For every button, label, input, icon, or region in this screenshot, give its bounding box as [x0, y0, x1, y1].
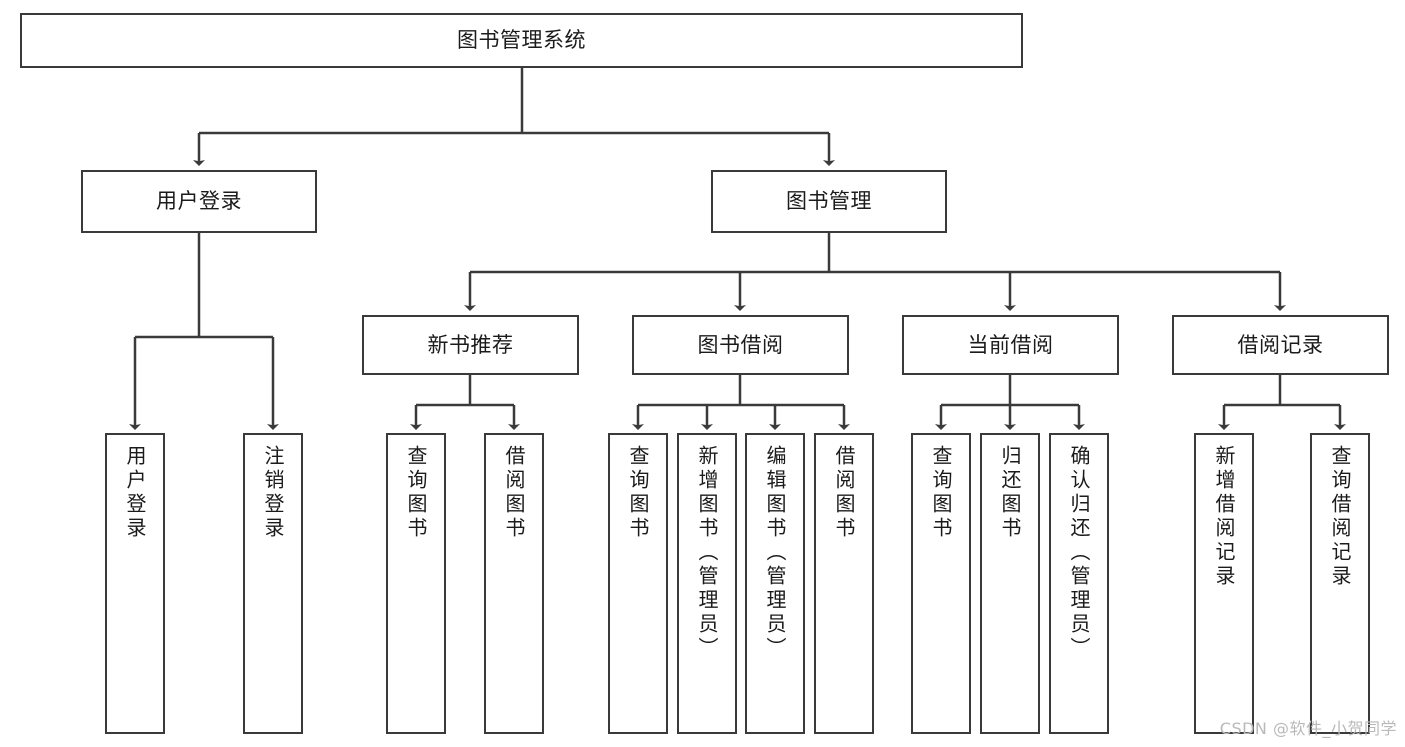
leaf-current-query-book[interactable]: 查询图书 — [911, 433, 971, 734]
node-current-borrow-label: 当前借阅 — [967, 332, 1054, 357]
leaf-user-login-login-label: 用户登录 — [123, 445, 147, 541]
leaf-record-add-record-label: 新增借阅记录 — [1212, 445, 1236, 589]
node-root-system-label: 图书管理系统 — [457, 28, 586, 53]
leaf-borrow-borrow-book[interactable]: 借阅图书 — [814, 433, 874, 734]
node-book-borrow-label: 图书借阅 — [697, 332, 784, 357]
node-user-login-label: 用户登录 — [156, 189, 242, 214]
leaf-new-book-borrow-label: 借阅图书 — [502, 445, 526, 541]
node-book-management-label: 图书管理 — [786, 189, 872, 214]
leaf-current-confirm-return-label: 确认归还（管理员） — [1067, 445, 1091, 661]
leaf-new-book-query-label: 查询图书 — [404, 445, 428, 541]
leaf-borrow-query-book[interactable]: 查询图书 — [608, 433, 668, 734]
leaf-user-login-logout-label: 注销登录 — [261, 445, 285, 541]
leaf-current-return-book-label: 归还图书 — [998, 445, 1022, 541]
leaf-record-query-record-label: 查询借阅记录 — [1328, 445, 1352, 589]
node-borrow-record[interactable]: 借阅记录 — [1172, 315, 1389, 375]
node-user-login[interactable]: 用户登录 — [81, 170, 317, 233]
csdn-watermark: CSDN @软件_小贺同学 — [1219, 719, 1397, 738]
leaf-record-query-record[interactable]: 查询借阅记录 — [1310, 433, 1370, 734]
node-root-system[interactable]: 图书管理系统 — [20, 13, 1023, 68]
leaf-new-book-borrow[interactable]: 借阅图书 — [484, 433, 544, 734]
leaf-current-confirm-return[interactable]: 确认归还（管理员） — [1049, 433, 1109, 734]
node-book-management[interactable]: 图书管理 — [711, 170, 947, 233]
leaf-user-login-login[interactable]: 用户登录 — [105, 433, 165, 734]
leaf-current-query-book-label: 查询图书 — [929, 445, 953, 541]
leaf-new-book-query[interactable]: 查询图书 — [386, 433, 446, 734]
node-book-borrow[interactable]: 图书借阅 — [632, 315, 849, 375]
leaf-current-return-book[interactable]: 归还图书 — [980, 433, 1040, 734]
leaf-borrow-add-book-label: 新增图书（管理员） — [695, 445, 719, 661]
node-borrow-record-label: 借阅记录 — [1237, 332, 1324, 357]
node-current-borrow[interactable]: 当前借阅 — [902, 315, 1119, 375]
node-new-book-recommend-label: 新书推荐 — [427, 332, 514, 357]
leaf-user-login-logout[interactable]: 注销登录 — [243, 433, 303, 734]
leaf-borrow-edit-book-label: 编辑图书（管理员） — [763, 445, 787, 661]
leaf-borrow-borrow-book-label: 借阅图书 — [832, 445, 856, 541]
leaf-borrow-add-book[interactable]: 新增图书（管理员） — [677, 433, 737, 734]
leaf-borrow-edit-book[interactable]: 编辑图书（管理员） — [745, 433, 805, 734]
leaf-borrow-query-book-label: 查询图书 — [626, 445, 650, 541]
node-new-book-recommend[interactable]: 新书推荐 — [362, 315, 579, 375]
leaf-record-add-record[interactable]: 新增借阅记录 — [1194, 433, 1254, 734]
